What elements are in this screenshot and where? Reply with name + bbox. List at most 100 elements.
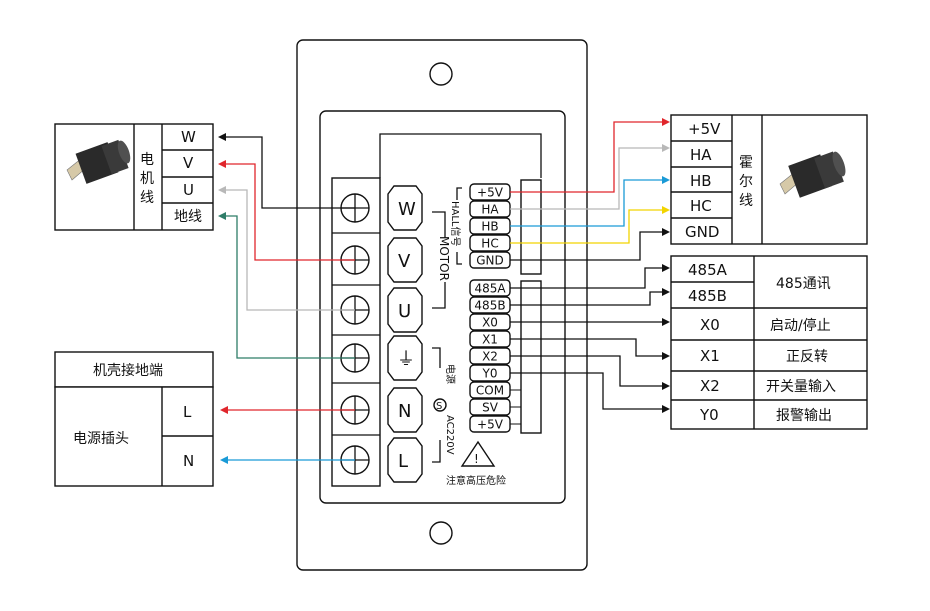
terminal-label-badge	[387, 335, 423, 381]
motor-title-char-1: 电	[140, 152, 154, 168]
wire-ground	[222, 215, 355, 359]
wire-y0	[510, 372, 666, 410]
warning-symbol: !	[474, 452, 479, 466]
power-label-cn: 电源	[444, 364, 457, 384]
wire-hall-hb	[510, 179, 666, 227]
signal-terminal-text: 485B	[474, 299, 505, 313]
motor-bracket-bottom	[432, 282, 446, 309]
s-circle-icon	[433, 398, 447, 412]
hall-label: HALL信号	[449, 201, 461, 247]
motor-title-char-2: 机	[140, 171, 154, 187]
power-bracket-top	[432, 347, 441, 368]
terminal-label-text: U	[398, 301, 411, 322]
terminal-label-badge	[387, 185, 423, 231]
hall-title-char-3: 线	[739, 193, 753, 209]
stepper-motor-image-right	[779, 151, 846, 198]
motor-label: MOTOR	[437, 236, 451, 281]
screw-strip	[331, 177, 381, 487]
hall-title-char-2: 尔	[739, 174, 753, 190]
signal-terminal-text: Y0	[482, 367, 498, 381]
motor-wire-table: 电 机 线 W V U 地线	[54, 123, 214, 231]
stepper-motor-image	[66, 139, 131, 184]
hall-wire-table: +5V HA HB HC GND 霍 尔 线	[670, 114, 868, 245]
wire-x2	[510, 355, 666, 387]
wire-485b	[510, 291, 666, 306]
right-wires	[510, 118, 670, 413]
comm-row-485a: 485A	[688, 261, 728, 279]
signal-terminal-text: X1	[482, 333, 498, 347]
plug-pin-l: L	[183, 403, 192, 421]
terminal-label-badge	[387, 237, 423, 283]
hall-title-char-1: 霍	[739, 155, 753, 171]
signal-terminal-text: +5V	[477, 418, 504, 432]
comm-io-table: 485A 485B 485通讯 X0 启动/停止 X1 正反转 X2 开关量输入…	[670, 255, 868, 430]
comm-row-y0-desc: 报警输出	[776, 408, 832, 424]
power-plug-table: 机壳接地端 电源插头 L N	[54, 351, 214, 487]
mount-hole-top	[429, 62, 453, 86]
terminal-label-badge	[387, 437, 423, 483]
comm-row-x0: X0	[700, 316, 720, 334]
wire-hall-ha	[510, 147, 666, 210]
wire-485a	[510, 267, 666, 289]
wire-u	[222, 189, 355, 311]
plug-pin-n: N	[183, 452, 194, 470]
plug-title: 电源插头	[73, 431, 129, 447]
terminal-label-badge	[387, 287, 423, 333]
signal-terminal-text: HA	[481, 203, 499, 217]
signal-terminal-text: HC	[481, 237, 498, 251]
wire-hall-hc	[510, 209, 666, 244]
power-voltage-label: AC220V	[444, 415, 455, 455]
signal-terminal-text: HB	[481, 220, 498, 234]
hall-connector	[520, 179, 542, 275]
comm-row-x1-desc: 正反转	[786, 349, 828, 365]
comm-row-x0-desc: 启动/停止	[770, 317, 831, 334]
left-wires	[218, 133, 355, 464]
power-bracket-bottom	[432, 440, 441, 463]
hall-pin-hb: HB	[690, 172, 712, 190]
signal-terminal-text: 485A	[474, 282, 506, 296]
hall-bracket-top	[456, 187, 462, 200]
signal-terminal-text: COM	[476, 384, 504, 398]
terminal-label-text: N	[398, 401, 411, 422]
terminal-label-text: V	[398, 251, 411, 272]
hall-pin-hc: HC	[690, 197, 712, 215]
motor-wire-ground: 地线	[174, 209, 202, 225]
motor-wire-w: W	[181, 128, 196, 146]
io-connector	[520, 280, 542, 434]
wire-v	[222, 163, 355, 261]
comm-row-x2: X2	[700, 377, 720, 395]
motor-wire-u: U	[183, 181, 194, 199]
comm-row-485b: 485B	[688, 287, 727, 305]
panel-internal-line	[379, 133, 542, 178]
comm-row-y0: Y0	[699, 406, 719, 424]
signal-terminal-text: SV	[482, 401, 499, 415]
comm-485-label: 485通讯	[776, 276, 831, 292]
s-circle-letter: S	[436, 401, 442, 412]
warning-triangle-icon	[460, 440, 496, 467]
terminal-label-text: L	[398, 451, 408, 472]
wire-x1	[510, 338, 666, 357]
terminal-label-text: ⏚	[397, 349, 415, 370]
terminal-label-text: W	[398, 199, 416, 220]
comm-row-x2-desc: 开关量输入	[766, 379, 836, 395]
hall-bracket-bottom	[456, 252, 462, 265]
signal-terminal-text: X2	[482, 350, 498, 364]
wire-hall-5v	[510, 121, 666, 193]
mount-hole-bottom	[429, 521, 453, 545]
signal-terminal-text: +5V	[477, 186, 504, 200]
ground-header-text: 机壳接地端	[93, 362, 163, 379]
comm-row-x1: X1	[700, 347, 720, 365]
terminal-label-badge	[387, 387, 423, 433]
wire-w	[222, 136, 355, 209]
hall-pin-5v: +5V	[688, 120, 721, 138]
hall-pin-gnd: GND	[685, 223, 719, 241]
hall-pin-ha: HA	[690, 146, 712, 164]
signal-terminal-text: X0	[482, 316, 498, 330]
motor-terminal-block: W V U ⏚ N L	[331, 177, 423, 487]
motor-wire-v: V	[183, 154, 194, 172]
motor-bracket-top	[432, 211, 446, 238]
warning-text: 注意高压危险	[446, 474, 506, 487]
wire-hall-gnd	[510, 231, 666, 261]
